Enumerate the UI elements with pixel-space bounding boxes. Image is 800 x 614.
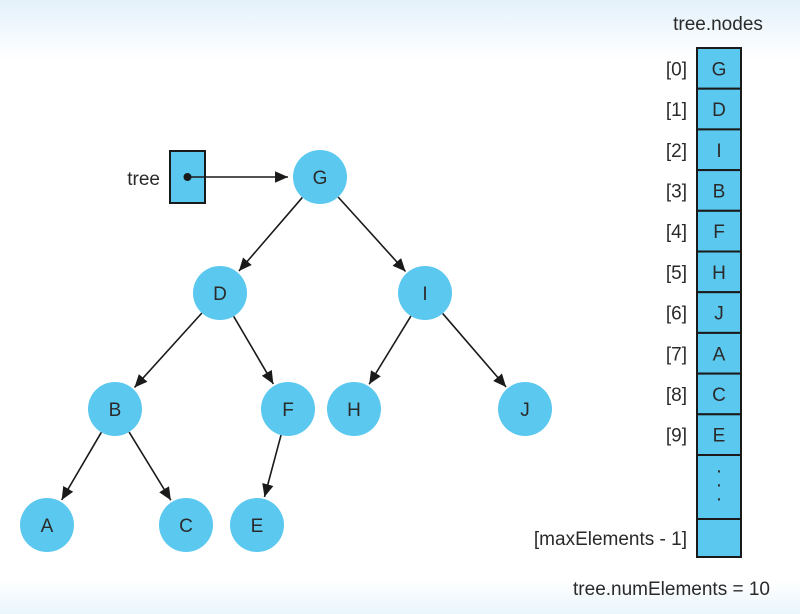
array-cell-value: I [716, 141, 721, 162]
tree-node-C: C [159, 498, 213, 552]
tree-edge-I-H [368, 315, 412, 385]
array-cell-9: [9] E [666, 413, 742, 456]
tree-node-D: D [193, 266, 247, 320]
tree-node-circle [398, 266, 452, 320]
array-cell-box [696, 413, 742, 456]
array-cell-6: [6] J [666, 291, 742, 334]
array-cell-value: C [712, 385, 726, 406]
tree-node-label: J [520, 400, 530, 421]
tree-node-B: B [88, 382, 142, 436]
tree-node-circle [327, 382, 381, 436]
array-last-index: [maxElements - 1] [534, 529, 687, 550]
tree-node-label: H [347, 400, 361, 421]
tree-edge-F-E [262, 434, 282, 498]
tree-edge-B-C [128, 431, 172, 501]
array-cell-index: [7] [666, 344, 687, 365]
ellipsis-dot: · [716, 488, 723, 510]
array-cell-box [696, 250, 742, 294]
tree-node-circle [293, 150, 347, 204]
tree-nodes: G D I B F H J A C E [20, 150, 552, 552]
tree-node-label: A [41, 516, 54, 537]
tree-edge-B-A [60, 431, 103, 501]
array-cell-7: [7] A [666, 331, 742, 375]
array-cell-box [696, 372, 742, 416]
array-cell-8: [8] C [666, 372, 742, 416]
tree-node-I: I [398, 266, 452, 320]
tree-node-label: G [313, 168, 328, 189]
array-cell-box [696, 209, 742, 253]
tree-node-J: J [498, 382, 552, 436]
tree-edge-I-J [442, 312, 507, 388]
tree-edge-G-D [238, 196, 303, 272]
array-cells: [0] G [1] D [2] I [3] B [4] F [5] H [6] J [7] A [8] C [9] E [666, 47, 742, 456]
tree-node-G: G [293, 150, 347, 204]
tree-node-A: A [20, 498, 74, 552]
tree-node-label: E [251, 516, 264, 537]
tree-edges [60, 196, 507, 501]
tree-node-E: E [230, 498, 284, 552]
tree-pointer-label: tree [127, 169, 160, 190]
tree-pointer-dot [183, 173, 192, 181]
tree-edge-D-B [133, 312, 203, 389]
array-cell-value: G [712, 59, 727, 80]
tree-node-label: C [179, 516, 193, 537]
array-cell-index: [2] [666, 141, 687, 162]
ellipsis-dot: · [716, 460, 723, 482]
array-cell-value: F [713, 222, 725, 243]
array-cell-index: [8] [666, 385, 687, 406]
array-cell-value: J [714, 304, 724, 325]
tree-node-circle [88, 382, 142, 436]
array-cell-index: [0] [666, 59, 687, 80]
array-cell-index: [6] [666, 304, 687, 325]
tree-node-circle [159, 498, 213, 552]
tree-node-label: D [213, 284, 227, 305]
array-title: tree.nodes [673, 14, 763, 35]
array-cell-0: [0] G [666, 47, 742, 90]
tree-node-label: F [282, 400, 294, 421]
tree-node-circle [230, 498, 284, 552]
tree-nodes-array: tree.nodes [0]G[1]D[2]I[3]B[4]F[5]H[6]J[… [534, 14, 763, 558]
array-cell-value: H [712, 263, 726, 284]
array-cell-index: [1] [666, 100, 687, 121]
array-cell-index: [4] [666, 222, 687, 243]
array-cell-index: [5] [666, 263, 687, 284]
array-cell-value: A [713, 344, 726, 365]
array-cell-3: [3] B [666, 169, 742, 212]
array-ellipsis: ··· [716, 460, 723, 510]
tree-node-circle [261, 382, 315, 436]
num-elements-label: tree.numElements = 10 [573, 579, 770, 600]
tree-node-label: B [109, 400, 122, 421]
array-cell-value: B [713, 181, 726, 202]
array-cell-value: D [712, 100, 726, 121]
array-cell-2: [2] I [666, 128, 742, 172]
tree-node-circle [498, 382, 552, 436]
tree-node-label: I [422, 284, 427, 305]
array-cell-1: [1] D [666, 87, 742, 131]
array-ellipsis-cell [696, 454, 742, 520]
array-cell-value: E [713, 426, 726, 447]
array-cell-box [696, 331, 742, 375]
array-cell-index: [9] [666, 426, 687, 447]
array-cell-index: [3] [666, 181, 687, 202]
ellipsis-dot: · [716, 474, 723, 496]
array-cell-5: [5] H [666, 250, 742, 294]
tree-node-F: F [261, 382, 315, 436]
tree-edge-G-I [337, 196, 407, 273]
tree-pointer: tree [127, 150, 288, 204]
array-last-cell [696, 518, 742, 558]
tree-edge-D-F [232, 315, 275, 385]
tree-node-H: H [327, 382, 381, 436]
tree-node-circle [20, 498, 74, 552]
array-cell-4: [4] F [666, 209, 742, 253]
tree-node-circle [193, 266, 247, 320]
